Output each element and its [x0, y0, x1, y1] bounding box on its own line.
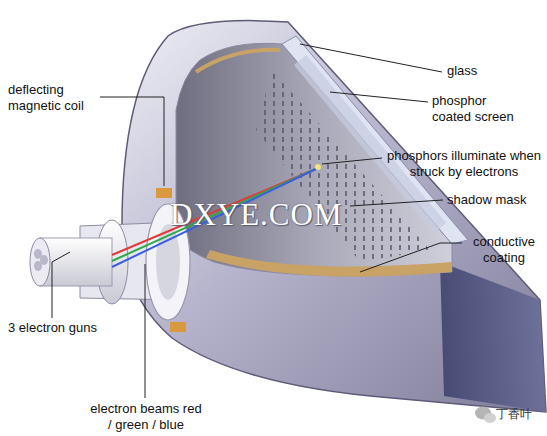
part-label: conductive coating [465, 234, 543, 266]
part-label: glass [447, 63, 537, 79]
watermark: DXYE.COM [170, 198, 342, 232]
part-label: 3 electron guns [8, 320, 128, 336]
part-label: phosphors illuminate when struck by elec… [385, 148, 543, 180]
part-label: electron beams red / green / blue [88, 401, 204, 433]
part-label: deflecting magnetic coil [8, 82, 100, 114]
part-label: shadow mask [447, 192, 543, 208]
brand-watermark: 丁香叶 [496, 406, 532, 422]
part-label: phosphor coated screen [432, 93, 524, 125]
